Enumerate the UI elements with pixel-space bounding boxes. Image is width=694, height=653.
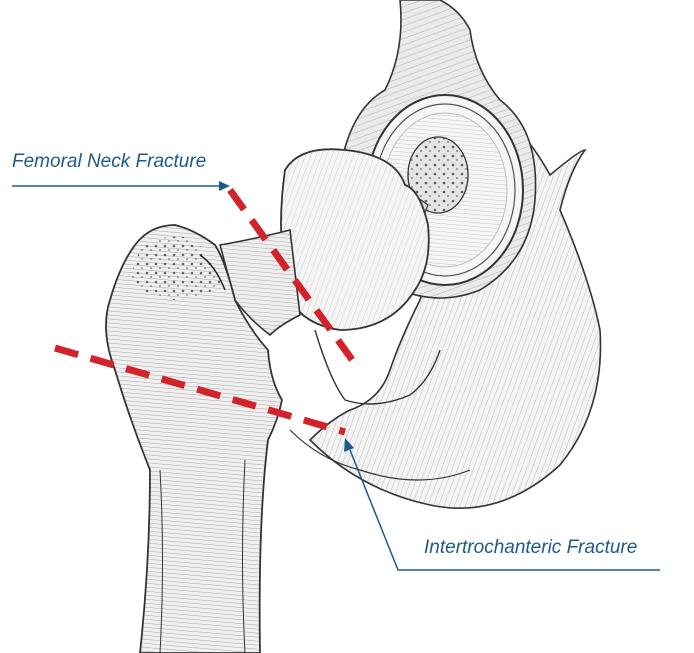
arrow-right-icon xyxy=(12,181,230,191)
femoral-neck-fracture-label: Femoral Neck Fracture xyxy=(12,152,206,171)
intertrochanteric-fracture-label: Intertrochanteric Fracture xyxy=(424,538,637,557)
